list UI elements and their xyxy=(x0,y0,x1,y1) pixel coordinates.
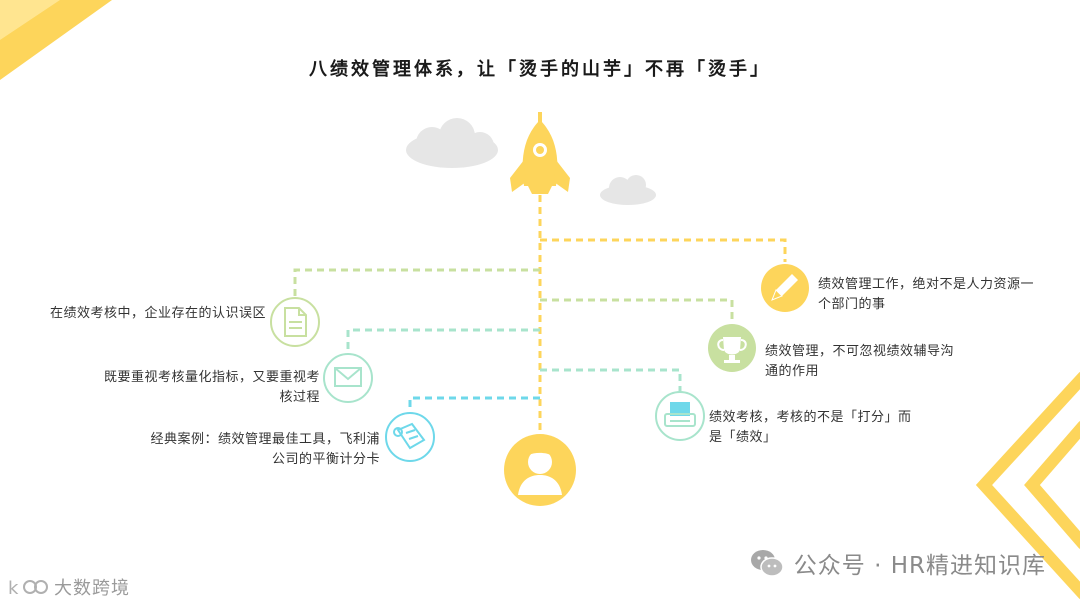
printer-icon xyxy=(655,391,705,441)
topic-label-right-2: 绩效管理，不可忽视绩效辅导沟通的作用 xyxy=(765,344,955,379)
topic-label-left-2: 既要重视考核量化指标，又要重视考核过程 xyxy=(103,370,320,405)
topic-label-left-3: 经典案例：绩效管理最佳工具，飞利浦公司的平衡计分卡 xyxy=(150,432,380,467)
page-title: 八绩效管理体系，让「烫手的山芋」不再「烫手」 xyxy=(309,59,771,80)
wechat-watermark: 公众号 · HR精进知识库 xyxy=(750,546,1046,580)
topic-label-left-1: 在绩效考核中，企业存在的认识误区 xyxy=(49,306,266,321)
topic-label-right-1: 绩效管理工作，绝对不是人力资源一个部门的事 xyxy=(818,277,1035,312)
branch-left-1 xyxy=(293,268,540,300)
trophy-icon xyxy=(708,324,756,372)
corner-triangle-top-left-inner xyxy=(0,0,60,40)
cloud-icon xyxy=(600,175,656,205)
cloud-icon xyxy=(406,118,498,168)
wechat-icon xyxy=(750,550,784,577)
topic-label-right-3: 绩效考核，考核的不是「打分」而是「绩效」 xyxy=(709,410,912,445)
user-icon xyxy=(518,448,562,495)
envelope-icon xyxy=(323,353,373,403)
watermark-text: 公众号 · HR精进知识库 xyxy=(793,553,1046,579)
svg-text:k: k xyxy=(8,578,19,599)
corner-triangle-bottom-right xyxy=(975,371,1080,600)
pencil-icon xyxy=(761,264,809,312)
brand-logo: k 大数跨境 xyxy=(8,574,130,600)
scroll-icon xyxy=(385,412,435,462)
brand-icon: k xyxy=(8,578,48,599)
document-icon xyxy=(270,297,320,347)
brand-text: 大数跨境 xyxy=(54,578,130,599)
branch-left-2 xyxy=(346,328,540,350)
branch-right-1 xyxy=(540,238,787,262)
branch-right-2 xyxy=(540,298,734,322)
